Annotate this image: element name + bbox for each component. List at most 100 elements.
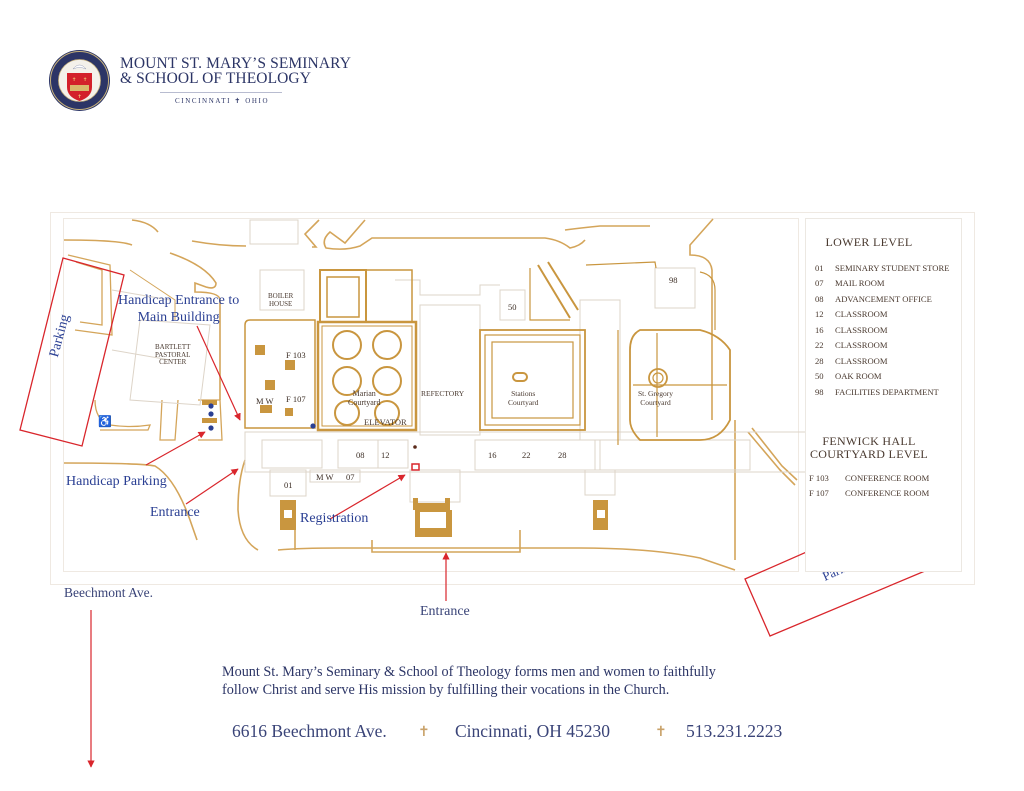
bartlett-label: BARTLETT PASTORAL CENTER (155, 343, 191, 367)
registration-marker (411, 463, 420, 471)
room-07[interactable]: 07 (346, 472, 355, 482)
legend-name: CONFERENCE ROOM (845, 487, 930, 498)
bartlett-line1: BARTLETT (155, 343, 191, 351)
stations-courtyard-label: Stations Courtyard (508, 389, 538, 407)
handicap-entrance-label: Handicap Entrance to Main Building (118, 292, 239, 326)
registration-label: Registration (300, 511, 369, 526)
legend-name: FACILITIES DEPARTMENT (835, 386, 939, 397)
entrance-stairs (202, 345, 608, 537)
legend-num: 50 (815, 371, 824, 382)
svg-text:✝: ✝ (72, 77, 76, 83)
restroom-lower: M W (316, 472, 334, 482)
legend-item: 50 OAK ROOM (815, 369, 949, 385)
handicap-entrance-line2: Main Building (137, 310, 220, 325)
legend-num: 01 (815, 262, 824, 273)
legend-panel (805, 218, 962, 572)
street-label: Beechmont Ave. (64, 585, 153, 600)
legend-num: 22 (815, 340, 824, 351)
legend-item: 16 CLASSROOM (815, 322, 949, 338)
room-16[interactable]: 16 (488, 450, 497, 460)
wheelchair-icon: ♿ (98, 415, 112, 428)
room-50[interactable]: 50 (508, 302, 517, 312)
gregory-line2: Courtyard (640, 397, 671, 407)
legend-item: 22 CLASSROOM (815, 338, 949, 354)
logo-divider (160, 92, 282, 93)
legend-name: CLASSROOM (835, 309, 888, 320)
room-12[interactable]: 12 (381, 450, 390, 460)
annotation-arrows (87, 325, 450, 768)
legend-item: 01 SEMINARY STUDENT STORE (815, 260, 949, 276)
marian-courtyard-label: Marian Courtyard (348, 389, 381, 407)
handicap-entrance-line1: Handicap Entrance to (118, 293, 240, 308)
bartlett-line2: PASTORAL (155, 350, 191, 359)
legend-name: OAK ROOM (835, 371, 882, 382)
bartlett-line3: CENTER (159, 358, 187, 366)
refectory-label: REFECTORY (421, 389, 465, 398)
mission-line1: Mount St. Mary’s Seminary & School of Th… (222, 664, 716, 680)
marian-line2: Courtyard (348, 397, 381, 407)
legend-name: CLASSROOM (835, 324, 888, 335)
legend-item: 08 ADVANCEMENT OFFICE (815, 291, 949, 307)
building-walls (111, 219, 826, 503)
room-f103[interactable]: F 103 (286, 350, 306, 360)
svg-text:✝: ✝ (83, 77, 87, 83)
mission-line2: follow Christ and serve His mission by f… (222, 681, 670, 698)
fenwick-heading-line2: COURTYARD LEVEL (809, 447, 929, 461)
legend-name: ADVANCEMENT OFFICE (835, 293, 932, 304)
logo: ✝ ✝ ✝ (48, 49, 111, 112)
legend-item: F 107 CONFERENCE ROOM (809, 485, 929, 500)
room-22[interactable]: 22 (522, 450, 531, 460)
boiler-house-line1: BOILER (268, 292, 294, 300)
room-28[interactable]: 28 (558, 450, 567, 460)
fenwick-heading: FENWICK HALL COURTYARD LEVEL (805, 435, 933, 461)
legend-item: 98 FACILITIES DEPARTMENT (815, 384, 949, 400)
legend-name: SEMINARY STUDENT STORE (835, 262, 950, 273)
boiler-house-label: BOILER HOUSE (268, 292, 294, 308)
elevator-label: ELEVATOR (364, 417, 407, 427)
room-08[interactable]: 08 (356, 450, 365, 460)
legend-num: 08 (815, 293, 824, 304)
fenwick-heading-line1: FENWICK HALL (822, 434, 916, 448)
entrance-west-label: Entrance (150, 505, 200, 520)
parking-west-outline (19, 257, 125, 447)
legend-num: 98 (815, 386, 824, 397)
legend-name: CLASSROOM (835, 355, 888, 366)
cross-separator-icon: ✝ (655, 725, 667, 740)
legend-item: 07 MAIL ROOM (815, 276, 949, 292)
legend-num: 16 (815, 324, 824, 335)
handicap-spot-icons (208, 403, 316, 431)
phone-number[interactable]: 513.231.2223 (686, 721, 783, 741)
elevator-dot (413, 445, 417, 449)
legend-name: MAIL ROOM (835, 278, 885, 289)
marian-line1: Marian (352, 389, 376, 398)
legend-num: 07 (815, 278, 824, 289)
seminary-seal-icon: ✝ ✝ ✝ (49, 50, 110, 111)
st-gregory-courtyard-label: St. Gregory Courtyard (638, 389, 673, 407)
address-street: 6616 Beechmont Ave. (232, 721, 387, 741)
entrance-south-label: Entrance (420, 604, 470, 619)
legend-num: 28 (815, 355, 824, 366)
seminary-name-line2: & SCHOOL OF THEOLOGY (120, 70, 312, 87)
room-98[interactable]: 98 (669, 275, 678, 285)
legend-num: F 107 (809, 487, 829, 498)
svg-text:✝: ✝ (78, 94, 82, 100)
stations-line1: Stations (511, 389, 536, 398)
cross-separator-icon: ✝ (418, 725, 430, 740)
room-f107[interactable]: F 107 (286, 394, 306, 404)
handicap-parking-label: Handicap Parking (66, 474, 167, 489)
restroom-upper: M W (256, 396, 274, 406)
seminary-name-line1: MOUNT ST. MARY’S SEMINARY (120, 55, 352, 72)
mission-statement: Mount St. Mary’s Seminary & School of Th… (222, 664, 716, 699)
legend-num: 12 (815, 309, 824, 320)
lower-level-heading: LOWER LEVEL (825, 235, 913, 249)
room-01[interactable]: 01 (284, 480, 293, 490)
courtyard-structures (244, 261, 731, 445)
address-city: Cincinnati, OH 45230 (455, 721, 611, 741)
legend-name: CLASSROOM (835, 340, 888, 351)
map-outer-frame (50, 212, 975, 585)
map-inner-frame (63, 218, 799, 572)
gregory-line1: St. Gregory (638, 389, 673, 398)
